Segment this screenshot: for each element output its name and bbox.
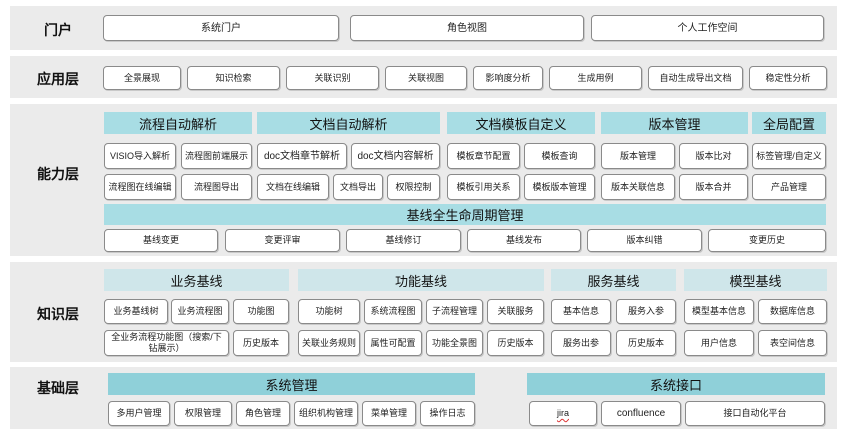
app-item-generate-cases[interactable]: 生成用例 [549, 66, 642, 90]
fd-org-manage[interactable]: 组织机构管理 [294, 401, 358, 426]
cap-doc-chapter-parse[interactable]: doc文档章节解析 [257, 143, 347, 169]
cap-template-reference[interactable]: 模板引用关系 [447, 174, 520, 200]
baseline-revise[interactable]: 基线修订 [346, 229, 461, 252]
fd-header-system-interface: 系统接口 [527, 373, 825, 395]
kn-user-info[interactable]: 用户信息 [684, 330, 754, 356]
foundation-layer-label: 基础层 [37, 380, 79, 396]
cap-template-chapter-config[interactable]: 模板章节配置 [447, 143, 520, 169]
kn-header-model-baseline: 模型基线 [684, 269, 827, 291]
kn-full-business-function-diagram[interactable]: 全业务流程功能图（搜索/下钻展示） [104, 330, 229, 356]
portal-item-personal-workspace[interactable]: 个人工作空间 [591, 15, 824, 41]
app-item-relation-identify[interactable]: 关联识别 [286, 66, 379, 90]
cap-header-baseline-lifecycle: 基线全生命周期管理 [104, 204, 826, 225]
kn-database-info[interactable]: 数据库信息 [758, 299, 827, 324]
app-item-knowledge-search[interactable]: 知识检索 [187, 66, 280, 90]
cap-doc-export[interactable]: 文档导出 [333, 174, 383, 200]
fd-menu-manage[interactable]: 菜单管理 [362, 401, 416, 426]
cap-permission-control[interactable]: 权限控制 [387, 174, 440, 200]
kn-header-service-baseline: 服务基线 [551, 269, 676, 291]
fd-header-system-management: 系统管理 [108, 373, 475, 395]
kn-business-tree[interactable]: 业务基线树 [104, 299, 168, 324]
cap-header-template-custom: 文档模板自定义 [447, 112, 595, 134]
baseline-change-review[interactable]: 变更评审 [225, 229, 340, 252]
cap-template-query[interactable]: 模板查询 [524, 143, 595, 169]
kn-service-history[interactable]: 历史版本 [616, 330, 676, 356]
fd-api-automation-platform[interactable]: 接口自动化平台 [685, 401, 825, 426]
knowledge-layer-label: 知识层 [37, 306, 79, 322]
app-item-relation-view[interactable]: 关联视图 [385, 66, 467, 90]
fd-role-manage[interactable]: 角色管理 [236, 401, 290, 426]
fd-operation-log[interactable]: 操作日志 [420, 401, 475, 426]
cap-product-manage[interactable]: 产品管理 [752, 174, 826, 200]
kn-service-basic-info[interactable]: 基本信息 [551, 299, 611, 324]
cap-version-relation[interactable]: 版本关联信息 [601, 174, 675, 200]
kn-header-function-baseline: 功能基线 [298, 269, 544, 291]
cap-doc-content-parse[interactable]: doc文档内容解析 [351, 143, 440, 169]
application-layer-label: 应用层 [37, 71, 79, 87]
kn-service-output[interactable]: 服务出参 [551, 330, 611, 356]
cap-flow-online-edit[interactable]: 流程图在线编辑 [104, 174, 176, 200]
baseline-version-correct[interactable]: 版本纠错 [587, 229, 702, 252]
baseline-publish[interactable]: 基线发布 [467, 229, 581, 252]
portal-item-system-portal[interactable]: 系统门户 [103, 15, 339, 41]
cap-template-version[interactable]: 模板版本管理 [524, 174, 595, 200]
kn-business-flowchart[interactable]: 业务流程图 [171, 299, 229, 324]
kn-related-services[interactable]: 关联服务 [487, 299, 544, 324]
cap-header-process-parse: 流程自动解析 [104, 112, 252, 134]
kn-related-business-rules[interactable]: 关联业务规则 [298, 330, 360, 356]
kn-system-flowchart[interactable]: 系统流程图 [364, 299, 422, 324]
fd-jira-interface[interactable]: jira [529, 401, 597, 426]
kn-business-history[interactable]: 历史版本 [233, 330, 289, 356]
kn-function-panorama[interactable]: 功能全景图 [426, 330, 483, 356]
cap-version-manage[interactable]: 版本管理 [601, 143, 675, 169]
fd-permission-manage[interactable]: 权限管理 [174, 401, 232, 426]
cap-header-global-config: 全局配置 [752, 112, 826, 134]
kn-service-input[interactable]: 服务入参 [616, 299, 676, 324]
cap-version-merge[interactable]: 版本合并 [679, 174, 748, 200]
fd-jira-label: jira [556, 408, 569, 418]
cap-tag-manage[interactable]: 标签管理/自定义 [752, 143, 826, 169]
kn-configurable-attributes[interactable]: 属性可配置 [364, 330, 422, 356]
cap-visio-import[interactable]: VISIO导入解析 [104, 143, 176, 169]
kn-function-diagram[interactable]: 功能图 [233, 299, 289, 324]
cap-header-version-mgmt: 版本管理 [601, 112, 748, 134]
baseline-change[interactable]: 基线变更 [104, 229, 218, 252]
portal-item-role-view[interactable]: 角色视图 [350, 15, 584, 41]
cap-header-doc-parse: 文档自动解析 [257, 112, 440, 134]
app-item-auto-export-doc[interactable]: 自动生成导出文档 [648, 66, 743, 90]
app-item-stability-analysis[interactable]: 稳定性分析 [749, 66, 827, 90]
fd-confluence-interface[interactable]: confluence [601, 401, 681, 426]
kn-model-basic-info[interactable]: 模型基本信息 [684, 299, 754, 324]
kn-header-business-baseline: 业务基线 [104, 269, 289, 291]
kn-tablespace-info[interactable]: 表空间信息 [758, 330, 827, 356]
portal-layer-label: 门户 [44, 22, 72, 38]
baseline-change-history[interactable]: 变更历史 [708, 229, 826, 252]
app-item-impact-analysis[interactable]: 影响度分析 [473, 66, 543, 90]
kn-function-tree[interactable]: 功能树 [298, 299, 360, 324]
app-item-panorama[interactable]: 全景展现 [103, 66, 181, 90]
cap-doc-online-edit[interactable]: 文档在线编辑 [257, 174, 329, 200]
cap-version-compare[interactable]: 版本比对 [679, 143, 748, 169]
capability-layer-label: 能力层 [37, 166, 79, 182]
kn-function-history[interactable]: 历史版本 [487, 330, 544, 356]
cap-flow-export[interactable]: 流程图导出 [181, 174, 252, 200]
fd-multi-user-manage[interactable]: 多用户管理 [108, 401, 170, 426]
kn-subprocess-manage[interactable]: 子流程管理 [426, 299, 483, 324]
cap-flow-frontend-display[interactable]: 流程图前端展示 [181, 143, 252, 169]
